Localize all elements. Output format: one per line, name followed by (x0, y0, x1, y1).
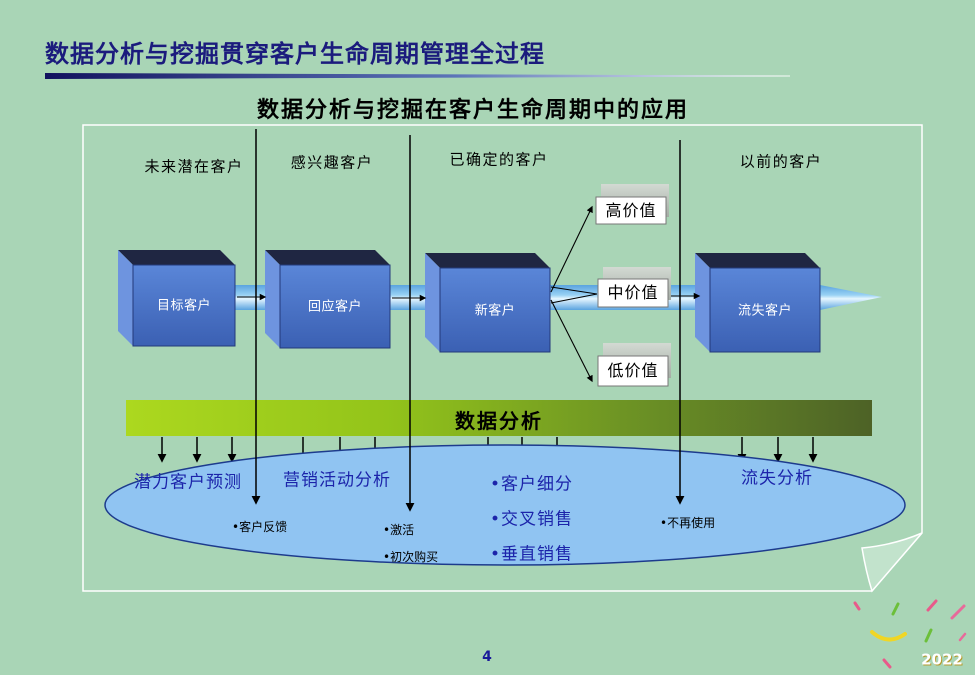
value-tier-high (595, 184, 669, 225)
potential-forecast-label: 潜力客户预测 (134, 472, 242, 493)
customer-analytics-item: •客户细分 (490, 474, 574, 495)
diagram-subtitle: 数据分析与挖掘在客户生命周期中的应用 (256, 98, 690, 123)
branch-line-mid (550, 293, 598, 304)
customer-analytics-item: •交叉销售 (490, 509, 574, 530)
churn-analysis-label: 流失分析 (741, 468, 813, 489)
confetti-mark (926, 599, 938, 612)
year-badge: 2022 (921, 650, 963, 669)
customer-box-new (425, 253, 551, 353)
box-label-target: 目标客户 (156, 298, 212, 314)
transition-event: •初次购买 (383, 550, 439, 564)
tier-label-high: 高价值 (605, 201, 657, 220)
confetti-mark (891, 602, 900, 616)
confetti-mark (924, 628, 933, 643)
analysis-bar (126, 400, 872, 436)
tier-card (597, 355, 669, 387)
branch-arrow-low (550, 299, 593, 383)
box-front-face (439, 267, 551, 353)
box-side-face (118, 250, 133, 346)
branch-line-mid (550, 286, 598, 295)
customer-box-churned (695, 253, 821, 353)
tier-label-low: 低价值 (607, 361, 659, 380)
transition-event: •激活 (383, 523, 415, 537)
stage-label-confirmed: 已确定的客户 (449, 150, 549, 169)
confetti-mark (870, 630, 907, 642)
box-front-face (279, 264, 391, 349)
tier-label-mid: 中价值 (607, 283, 659, 302)
box-top-face (425, 253, 550, 268)
slide-title: 数据分析与挖掘贯穿客户生命周期管理全过程 (45, 40, 545, 68)
tier-card (597, 278, 669, 308)
transition-event: •不再使用 (660, 516, 716, 530)
box-top-face (118, 250, 235, 265)
box-front-face (709, 267, 821, 353)
tier-card (595, 196, 667, 225)
confetti-mark (853, 601, 861, 611)
transition-event: •客户反馈 (232, 520, 288, 534)
title-underline (45, 73, 790, 79)
box-top-face (695, 253, 820, 268)
confetti-mark (882, 658, 892, 669)
branch-arrow-high (550, 205, 593, 293)
box-side-face (265, 250, 280, 348)
box-label-new: 新客户 (474, 303, 516, 319)
analysis-bar-label: 数据分析 (455, 409, 543, 433)
customer-box-target (118, 250, 236, 347)
confetti-mark (950, 604, 966, 620)
stage-label-future: 未来潜在客户 (144, 157, 244, 176)
campaign-analysis-label: 营销活动分析 (283, 470, 391, 491)
box-side-face (425, 253, 440, 352)
page-curl (861, 532, 923, 593)
decoration-confetti (853, 599, 967, 669)
stage-label-interested: 感兴趣客户 (290, 153, 374, 172)
stage-label-former: 以前的客户 (739, 152, 823, 171)
analysis-ellipse (104, 444, 906, 566)
customer-analytics-item: •垂直销售 (490, 544, 574, 565)
box-top-face (265, 250, 390, 265)
box-label-churned: 流失客户 (737, 303, 793, 319)
customer-box-responded (265, 250, 391, 349)
box-label-responded: 回应客户 (307, 299, 363, 315)
page-number: 4 (482, 649, 492, 665)
box-front-face (132, 264, 236, 347)
confetti-mark (958, 632, 967, 642)
value-tier-low (597, 343, 671, 387)
box-side-face (695, 253, 710, 352)
value-tier-mid (597, 267, 671, 308)
